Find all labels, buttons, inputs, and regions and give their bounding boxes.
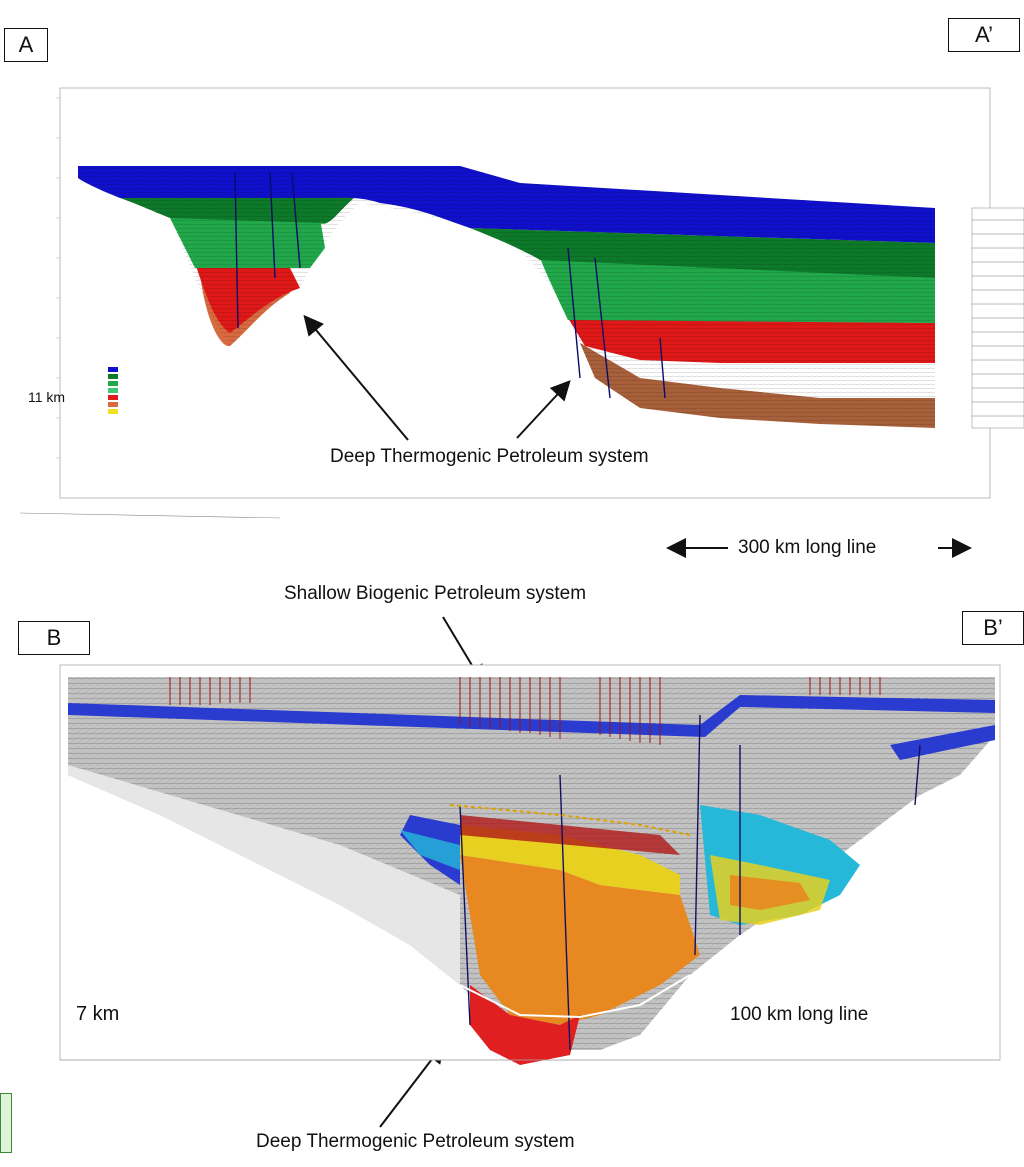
green-box-marker xyxy=(0,1093,12,1153)
section-a-prime-label: A’ xyxy=(948,18,1020,52)
length-label-b: 100 km long line xyxy=(730,1004,869,1025)
section-b-label: B xyxy=(18,621,90,655)
well-log-strips xyxy=(971,207,1024,429)
deep-thermogenic-label-a: Deep Thermogenic Petroleum system xyxy=(330,446,649,467)
layer-yellow-b xyxy=(460,825,680,895)
well-markers-b xyxy=(169,677,881,745)
shallow-biogenic-label: Shallow Biogenic Petroleum system xyxy=(284,583,587,604)
section-b-prime-label: B’ xyxy=(962,611,1024,645)
cross-section-b-frame xyxy=(40,655,1010,1075)
facies-legend xyxy=(108,366,228,415)
depth-label-a: 11 km xyxy=(28,389,66,405)
cross-section-b xyxy=(59,664,1001,1065)
section-a-label: A xyxy=(4,28,48,62)
layer-orange-b xyxy=(460,855,700,1025)
length-label-a: 300 km long line xyxy=(738,537,877,558)
well-traces-a xyxy=(234,172,666,399)
depth-label-b: 7 km xyxy=(76,1003,120,1025)
layer-red-b xyxy=(470,985,580,1065)
deep-thermogenic-label-b: Deep Thermogenic Petroleum system xyxy=(256,1131,575,1152)
